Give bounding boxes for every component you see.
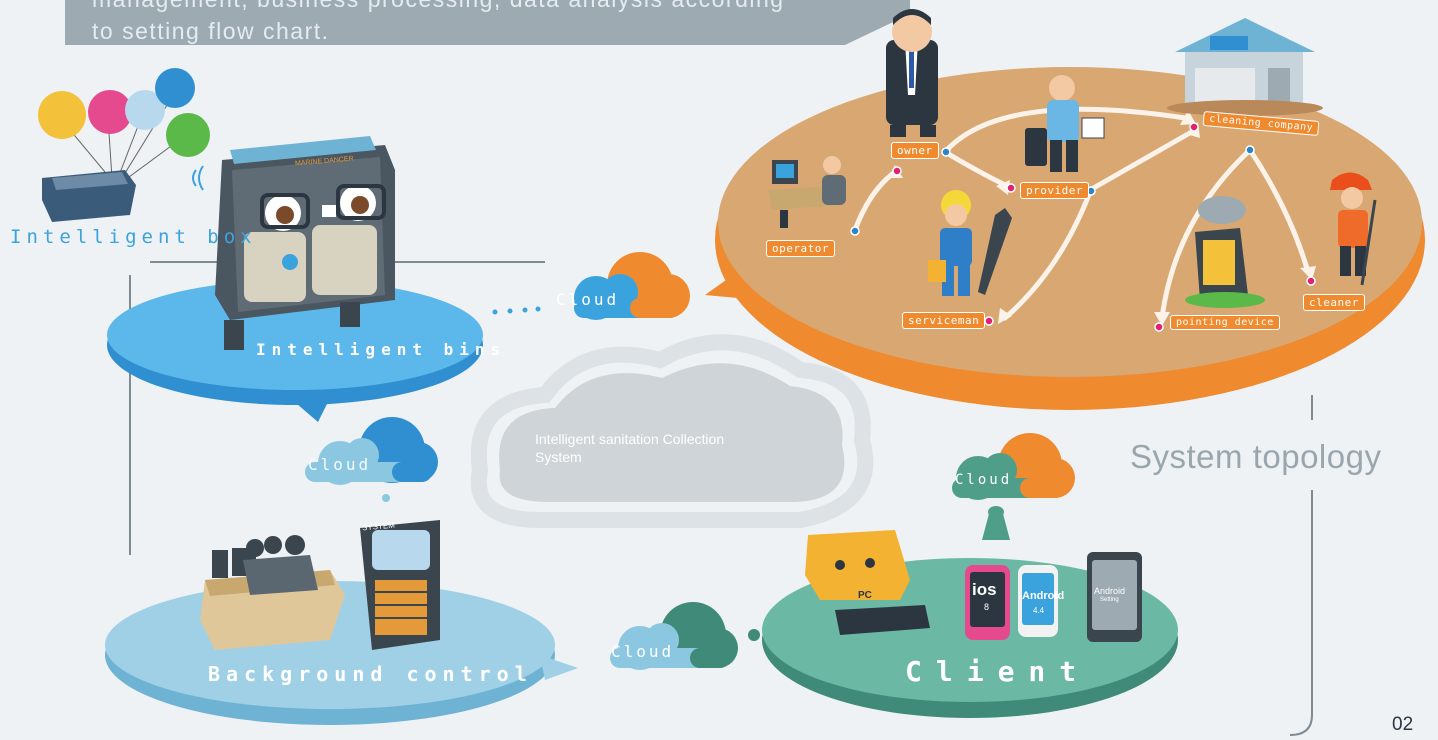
page-number: 02 <box>1392 714 1414 735</box>
background-control-illustration <box>200 520 440 650</box>
ios-version: 8 <box>984 602 990 612</box>
role-operator: operator <box>766 240 835 257</box>
blue-disc-pointer <box>290 398 330 422</box>
intelligent-box-label: Intelligent box <box>10 226 257 248</box>
dotted-link-bins-cloud <box>492 306 541 315</box>
client-devices-illustration <box>805 530 1142 642</box>
blue-disc-top <box>107 280 483 390</box>
intelligent-box-illustration <box>38 68 210 222</box>
teal-disc-pointer <box>982 510 1010 540</box>
cloud-left-shape <box>305 417 438 485</box>
serviceman-figure <box>928 190 1012 296</box>
link-dot-right <box>988 506 1004 518</box>
center-cloud-line-1: Intelligent sanitation Collection <box>535 431 725 447</box>
intelligent-bins-label: Intelligent bins <box>256 340 507 359</box>
orange-pointer <box>705 270 760 300</box>
client-label: Client <box>905 655 1091 688</box>
center-cloud-line-2: System <box>535 449 582 465</box>
flow-dots <box>850 122 1316 332</box>
pc-label: PC <box>858 590 872 601</box>
cloud-right-shape <box>952 433 1075 500</box>
cleaner-figure <box>1330 172 1377 286</box>
banner-line-1: management, business processing, data an… <box>92 0 785 13</box>
role-cleaner: cleaner <box>1303 294 1365 311</box>
android-version: 4.4 <box>1033 606 1045 615</box>
provider-figure <box>1025 75 1105 172</box>
pointing-device-figure <box>1185 196 1265 308</box>
wifi-icon <box>192 165 204 191</box>
system-topology-title: System topology <box>1130 438 1382 475</box>
ios-label: ios <box>972 580 997 599</box>
cloud-right-label: Cloud <box>955 472 1013 488</box>
center-cloud-shape <box>470 334 874 528</box>
role-serviceman: serviceman <box>902 312 986 329</box>
operator-figure <box>768 156 846 228</box>
cloud-top-label: Cloud <box>556 290 620 309</box>
cleaning-company-building <box>1167 18 1323 116</box>
cloud-top-shape <box>574 252 690 320</box>
owner-figure <box>886 9 938 137</box>
tablet-label: Android <box>1094 586 1126 596</box>
link-dot-bottom <box>748 629 760 641</box>
cloud-bottom-shape <box>610 602 738 670</box>
cloud-bottom-label: Cloud <box>611 642 675 661</box>
link-dot-left <box>382 494 390 502</box>
cloud-left-label: Cloud <box>308 455 372 474</box>
frame-corner <box>1289 714 1313 736</box>
android-label: Android <box>1022 590 1065 602</box>
center-cloud-title: Intelligent sanitation Collection System <box>535 430 724 466</box>
tablet-sublabel: Setting <box>1100 597 1119 603</box>
lightblue-disc-pointer <box>540 655 578 680</box>
role-provider: provider <box>1020 182 1089 199</box>
banner-line-2: to setting flow chart. <box>92 18 330 44</box>
background-control-label: Background control <box>208 662 533 686</box>
role-owner: owner <box>891 142 939 159</box>
flow-arrows <box>852 106 1311 321</box>
intelligent-bin-illustration <box>215 136 395 350</box>
role-pointing-device: pointing device <box>1170 315 1280 330</box>
top-banner <box>65 0 910 45</box>
